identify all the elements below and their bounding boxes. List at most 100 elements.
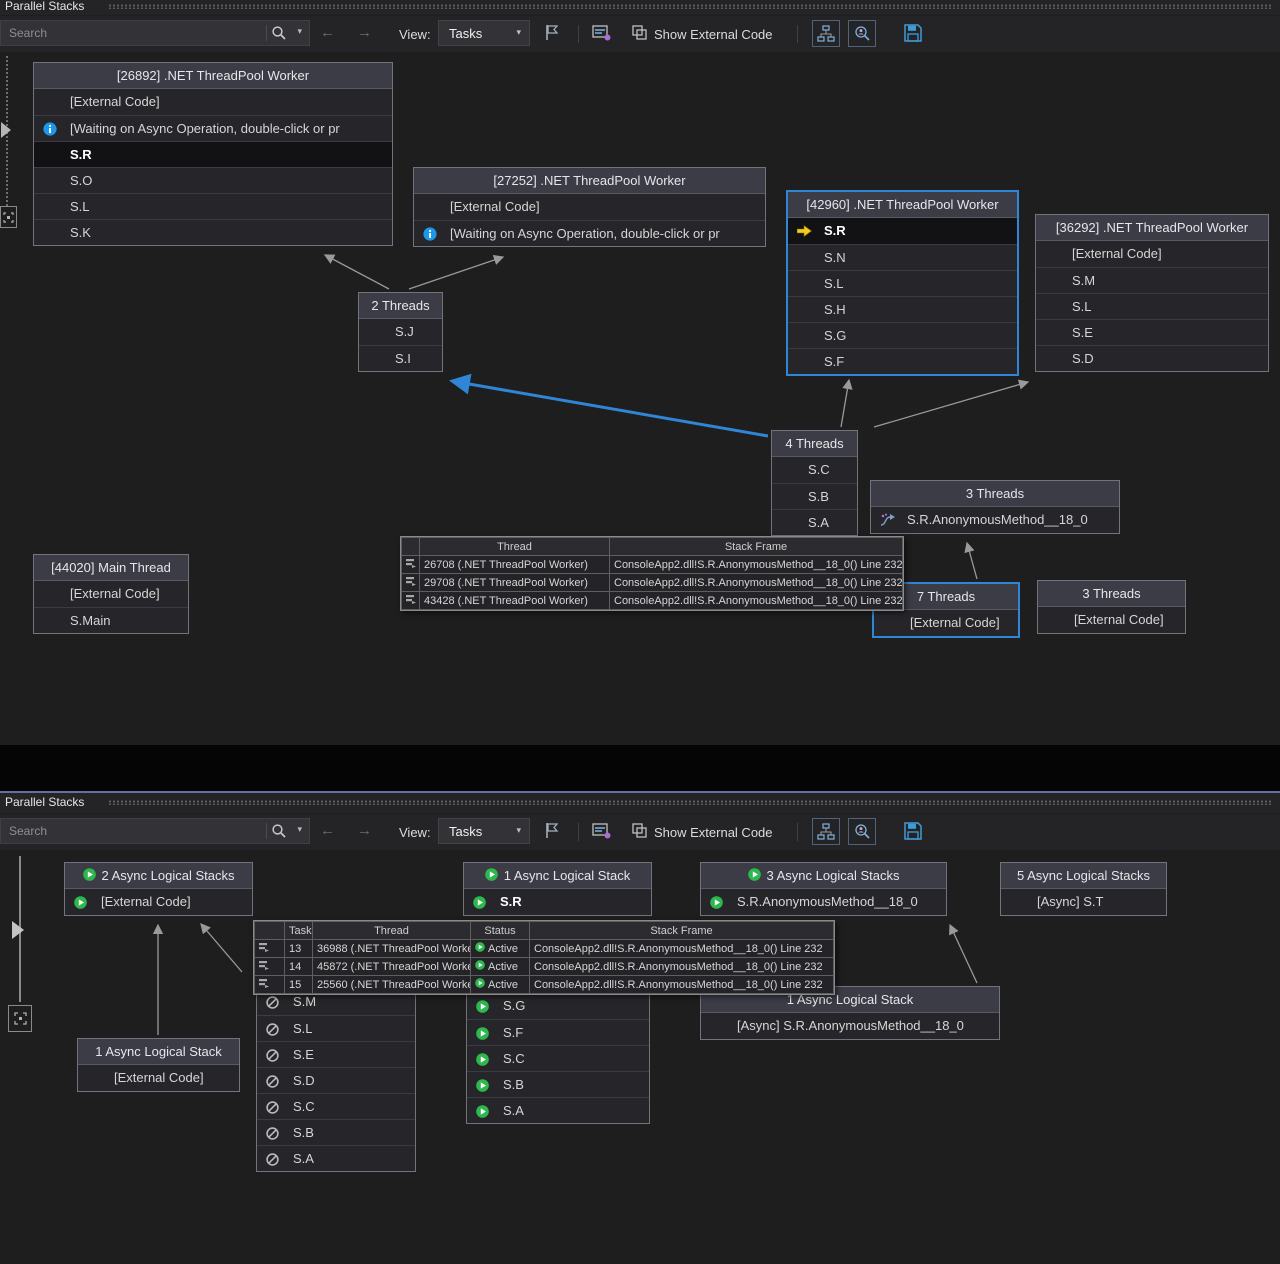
save-icon[interactable] [903,23,923,48]
stack-frame-row[interactable]: S.L [257,1015,415,1041]
search-options-chevron-icon[interactable]: ▾ [297,824,302,834]
stack-frame-row[interactable]: S.R [788,218,1017,244]
async-stack-node-1-sr[interactable]: 1 Async Logical Stack S.R [463,862,652,916]
search-icon[interactable] [271,25,287,46]
autoscroll-current-frame-button[interactable] [848,818,876,845]
zoom-slider-thumb[interactable] [12,921,24,939]
back-button[interactable]: ← [320,24,335,41]
stack-frame-row[interactable]: S.Main [34,607,188,633]
stack-frame-row[interactable]: [External Code] [1038,607,1185,633]
view-dropdown[interactable]: Tasks ▾ [438,818,530,844]
show-external-code-icon[interactable] [631,822,649,845]
node-header: 3 Async Logical Stacks [701,863,946,889]
stack-frame-row[interactable]: S.B [772,483,857,509]
flag-icon[interactable] [544,822,559,844]
stack-frame-row[interactable]: S.L [1036,293,1268,319]
stack-frame-row[interactable]: S.C [257,1093,415,1119]
threads-view-icon[interactable] [592,822,611,845]
method-view-button[interactable] [812,20,840,47]
stack-frame-row[interactable]: [External Code] [78,1065,239,1091]
search-box[interactable]: ▾ [0,20,310,46]
stack-frame-row[interactable]: [External Code] [414,194,765,220]
back-button[interactable]: ← [320,822,335,839]
stack-frame-row[interactable]: S.A [257,1145,415,1171]
flag-icon[interactable] [544,24,559,46]
stack-frame-row[interactable]: S.G [467,993,649,1019]
search-input[interactable] [3,820,245,842]
stack-frame-row[interactable]: S.R.AnonymousMethod__18_0 [701,889,946,915]
async-stack-node-5[interactable]: 5 Async Logical Stacks [Async] S.T [1000,862,1167,916]
view-dropdown[interactable]: Tasks ▾ [438,20,530,46]
threads-view-icon[interactable] [592,24,611,47]
async-stack-node-1-external[interactable]: 1 Async Logical Stack [External Code] [77,1038,240,1092]
stack-frame-row[interactable]: S.D [1036,345,1268,371]
stack-node-4-threads[interactable]: 4 Threads S.C S.B S.A [771,430,858,536]
forward-button[interactable]: → [357,822,372,839]
stack-node-27252[interactable]: [27252] .NET ThreadPool Worker [External… [413,167,766,247]
search-input[interactable] [3,22,245,44]
frame-label: S.M [293,994,317,1009]
stack-frame-row[interactable]: S.F [467,1019,649,1045]
zoom-fit-button[interactable] [0,206,17,228]
stack-frame-row[interactable]: [Async] S.R.AnonymousMethod__18_0 [701,1013,999,1039]
stack-frame-row[interactable]: S.N [788,244,1017,270]
stack-frame-row[interactable]: S.H [788,296,1017,322]
stack-frame-row[interactable]: S.O [34,167,392,193]
stack-frame-row[interactable]: S.A [772,509,857,535]
stack-frame-row[interactable]: [Async] S.T [1001,889,1166,915]
stack-frame-row[interactable]: S.J [359,319,442,345]
stack-frame-row[interactable]: S.R [464,889,651,915]
stack-frame-row[interactable]: S.L [788,270,1017,296]
stack-node-42960-selected[interactable]: [42960] .NET ThreadPool Worker S.R S.N S… [786,190,1019,376]
stack-frame-row[interactable]: S.K [34,219,392,245]
stack-frame-row[interactable]: S.M [257,989,415,1015]
stack-frame-row[interactable]: S.E [257,1041,415,1067]
stack-frame-row[interactable]: S.C [772,457,857,483]
stack-node-36292[interactable]: [36292] .NET ThreadPool Worker [External… [1035,214,1269,372]
stack-frame-row[interactable]: [Waiting on Async Operation, double-clic… [414,220,765,246]
stack-frame-row[interactable]: S.I [359,345,442,371]
async-stack-node-1-anon[interactable]: 1 Async Logical Stack [Async] S.R.Anonym… [700,986,1000,1040]
frame-label: [External Code] [1072,246,1162,261]
stack-frame-row[interactable]: S.F [788,348,1017,374]
stack-node-3-threads-anon[interactable]: 3 Threads S.R.AnonymousMethod__18_0 [870,480,1120,534]
stack-frame-row[interactable]: S.A [467,1097,649,1123]
stack-frame-row[interactable]: [External Code] [65,889,252,915]
stack-frame-row[interactable]: S.L [34,193,392,219]
stack-frame-row[interactable]: [Waiting on Async Operation, double-clic… [34,115,392,141]
stack-frame-row[interactable]: S.G [788,322,1017,348]
stack-frame-row[interactable]: [External Code] [34,581,188,607]
stack-frame-row[interactable]: S.C [467,1045,649,1071]
stack-node-main-thread[interactable]: [44020] Main Thread [External Code] S.Ma… [33,554,189,634]
show-external-code-label[interactable]: Show External Code [654,825,773,840]
node-header: 3 Threads [1038,581,1185,607]
forward-button[interactable]: → [357,24,372,41]
zoom-slider-thumb[interactable] [1,122,11,138]
stack-frame-row[interactable]: S.B [257,1119,415,1145]
stack-frame-row[interactable]: S.M [1036,267,1268,293]
stack-frame-row[interactable]: S.R.AnonymousMethod__18_0 [871,507,1119,533]
stack-frame-row[interactable]: [External Code] [34,89,392,115]
stack-frame-row[interactable]: S.D [257,1067,415,1093]
stack-frame-row[interactable]: [External Code] [874,610,1018,636]
method-view-button[interactable] [812,818,840,845]
show-external-code-label[interactable]: Show External Code [654,27,773,42]
stack-frame-row[interactable]: S.E [1036,319,1268,345]
stack-frame-row[interactable]: [External Code] [1036,241,1268,267]
stack-frame-row[interactable]: S.B [467,1071,649,1097]
stack-node-3-threads-external[interactable]: 3 Threads [External Code] [1037,580,1186,634]
show-external-code-icon[interactable] [631,24,649,47]
stack-frame-row[interactable]: S.R [34,141,392,167]
async-stack-node-3[interactable]: 3 Async Logical Stacks S.R.AnonymousMeth… [700,862,947,916]
async-stack-node-2[interactable]: 2 Async Logical Stacks [External Code] [64,862,253,916]
tooltip-frame: ConsoleApp2.dll!S.R.AnonymousMethod__18_… [609,573,903,592]
search-icon[interactable] [271,823,287,844]
autoscroll-current-frame-button[interactable] [848,20,876,47]
stack-node-2-threads[interactable]: 2 Threads S.J S.I [358,292,443,372]
search-box[interactable]: ▾ [0,818,310,844]
node-header-label: 1 Async Logical Stack [503,868,631,883]
zoom-fit-button[interactable] [8,1005,32,1032]
stack-node-26892[interactable]: [26892] .NET ThreadPool Worker [External… [33,62,393,246]
save-icon[interactable] [903,821,923,846]
search-options-chevron-icon[interactable]: ▾ [297,26,302,36]
